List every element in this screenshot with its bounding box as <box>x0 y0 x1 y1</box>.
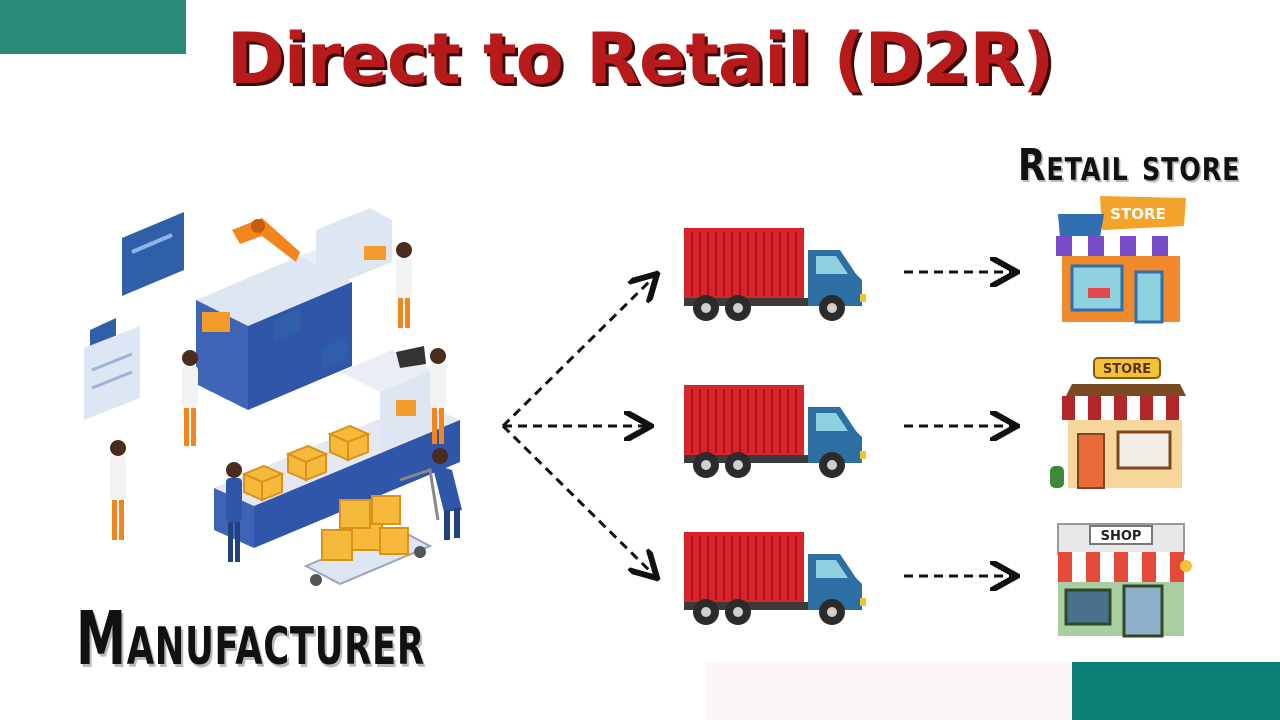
store-icon-3 <box>1057 523 1192 638</box>
truck-icon-3 <box>683 531 867 626</box>
truck-icon-1 <box>683 227 867 322</box>
store-icon-2 <box>1050 357 1192 489</box>
store-3-sign: SHOP <box>1101 529 1142 544</box>
corner-accent-top-left <box>0 0 186 54</box>
store-icon-1 <box>1056 196 1186 324</box>
bottom-strip <box>705 662 1072 720</box>
arrows-to-stores <box>904 272 1014 576</box>
wall-monitor-icon <box>122 212 184 296</box>
arrow-to-truck-1 <box>501 276 655 428</box>
manufacturer-label: Manufacturer <box>76 596 425 682</box>
corner-accent-bottom-right <box>1072 662 1280 720</box>
robot-arm-icon <box>232 218 300 262</box>
retail-store-label: Retail store <box>1017 140 1240 191</box>
arrows-to-trucks <box>501 276 655 576</box>
page-title: Direct to Retail (D2R) <box>226 18 1054 100</box>
arrow-to-truck-3 <box>501 424 655 576</box>
worker-icon <box>396 242 412 328</box>
store-1-sign: STORE <box>1110 205 1166 223</box>
store-2-sign: STORE <box>1103 362 1151 377</box>
factory-illustration <box>84 208 462 586</box>
boxes-icon <box>241 424 371 502</box>
truck-icon-2 <box>683 384 867 479</box>
